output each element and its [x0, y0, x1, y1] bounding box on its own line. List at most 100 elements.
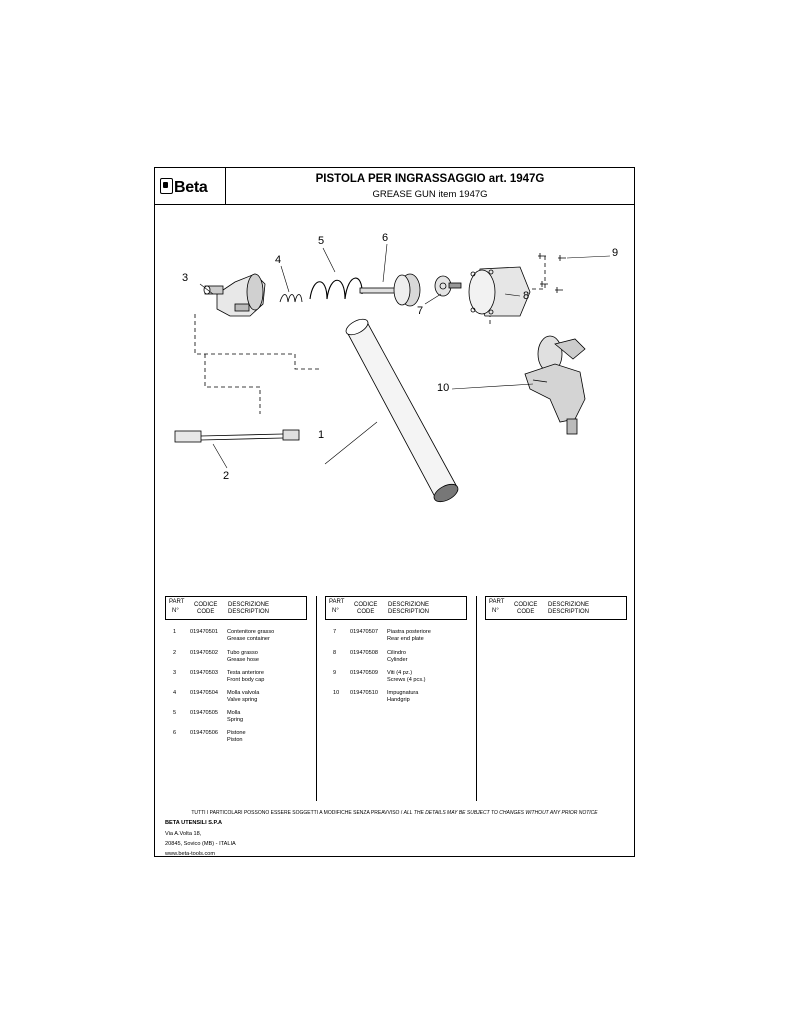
part-desc-it: Testa anteriore	[227, 670, 265, 676]
table-row: 5 019470505 Molla Spring	[163, 710, 313, 728]
table-row: 9 019470509 Viti (4 pz.) Screws (4 pcs.)	[323, 670, 473, 688]
parts-sheet: Beta PISTOLA PER INGRASSAGGIO art. 1947G…	[154, 167, 635, 857]
table-row: 7 019470507 Piastra posteriore Rear end …	[323, 629, 473, 647]
part-desc-it: Contenitore grasso	[227, 629, 275, 635]
part-desc-it: Piastra posteriore	[387, 629, 431, 635]
column-divider-2	[476, 596, 477, 801]
part-desc-en: Rear end plate	[387, 636, 424, 642]
part-desc-en: Piston	[227, 737, 243, 743]
part-desc-en: Grease hose	[227, 657, 260, 663]
callout-7: 7	[417, 305, 424, 317]
part-desc-en: Screws (4 pcs.)	[387, 677, 426, 683]
callout-6: 6	[382, 232, 389, 244]
front-body-cap-part	[203, 273, 266, 317]
part-number: 5	[173, 710, 177, 716]
part-code: 019470505	[190, 710, 218, 716]
sheet-footer: TUTTI I PARTICOLARI POSSONO ESSERE SOGGE…	[155, 801, 634, 858]
header-n: N°	[332, 608, 339, 614]
header-n: N°	[492, 608, 499, 614]
part-desc-it: Tubo grasso	[227, 650, 258, 656]
table-row: 3 019470503 Testa anteriore Front body c…	[163, 670, 313, 688]
part-code: 019470506	[190, 730, 218, 736]
part-desc-en: Spring	[227, 717, 244, 723]
part-number: 6	[173, 730, 177, 736]
title-english: GREASE GUN item 1947G	[372, 189, 488, 200]
parts-column-3: PART N° CODICE CODE DESCRIZIONE DESCRIPT…	[483, 596, 633, 801]
callout-1: 1	[318, 429, 325, 441]
table-row: 1 019470501 Contenitore grasso Grease co…	[163, 629, 313, 647]
company-name: BETA UTENSILI S.P.A	[165, 820, 223, 826]
brand-name: Beta	[174, 179, 208, 196]
header-code-en: CODE	[357, 609, 375, 615]
header-desc-en: DESCRIPTION	[228, 609, 270, 615]
callout-3: 3	[182, 272, 189, 284]
logo-box: Beta	[155, 168, 226, 204]
part-code: 019470508	[350, 650, 378, 656]
part-number: 9	[333, 670, 337, 676]
table-row: 4 019470504 Molla valvola Valve spring	[163, 690, 313, 708]
header-code-it: CODICE	[194, 602, 218, 608]
part-number: 2	[173, 650, 177, 656]
part-number: 10	[333, 690, 340, 696]
part-code: 019470501	[190, 629, 218, 635]
header-code-en: CODE	[517, 609, 535, 615]
header-code-it: CODICE	[354, 602, 378, 608]
change-notice: TUTTI I PARTICOLARI POSSONO ESSERE SOGGE…	[155, 810, 634, 816]
website-link[interactable]: www.beta-tools.com	[165, 851, 216, 857]
parts-tables: PART N° CODICE CODE DESCRIZIONE DESCRIPT…	[155, 579, 634, 801]
screws-part	[538, 253, 566, 293]
header-desc-it: DESCRIZIONE	[548, 602, 590, 608]
callout-10: 10	[437, 382, 450, 394]
sheet-header: Beta PISTOLA PER INGRASSAGGIO art. 1947G…	[155, 168, 634, 205]
part-code: 019470502	[190, 650, 218, 656]
header-n: N°	[172, 608, 179, 614]
grease-container-part	[345, 318, 459, 503]
part-desc-it: Molla valvola	[227, 690, 260, 696]
part-code: 019470510	[350, 690, 378, 696]
part-code: 019470503	[190, 670, 218, 676]
exploded-view-drawing: 1 2 3 4 5 6 7 8 9 10	[155, 204, 634, 579]
header-code-en: CODE	[197, 609, 215, 615]
parts-column-1: PART N° CODICE CODE DESCRIZIONE DESCRIPT…	[163, 596, 313, 801]
cylinder-part	[468, 266, 531, 317]
assembly-line-hose	[204, 354, 261, 414]
table-row: 6 019470506 Pistone Piston	[163, 730, 313, 748]
part-desc-en: Cylinder	[387, 657, 408, 663]
part-desc-en: Grease container	[227, 636, 270, 642]
table-header: PART N° CODICE CODE DESCRIZIONE DESCRIPT…	[485, 596, 627, 620]
header-part: PART	[329, 599, 345, 605]
part-number: 4	[173, 690, 177, 696]
part-desc-it: Impugnatura	[387, 690, 419, 696]
part-number: 8	[333, 650, 337, 656]
part-number: 3	[173, 670, 177, 676]
callout-8: 8	[523, 290, 530, 302]
part-code: 019470509	[350, 670, 378, 676]
valve-spring-part	[279, 294, 303, 303]
callout-9: 9	[612, 247, 619, 259]
rear-end-plate-part	[434, 275, 462, 297]
part-desc-en: Front body cap	[227, 677, 265, 683]
part-desc-it: Cilindro	[387, 650, 406, 656]
address-line-1: Via A.Volta 18,	[165, 831, 202, 837]
part-code: 019470504	[190, 690, 218, 696]
header-desc-it: DESCRIZIONE	[228, 602, 270, 608]
part-number: 7	[333, 629, 337, 635]
part-desc-en: Handgrip	[387, 697, 410, 703]
title-italian: PISTOLA PER INGRASSAGGIO art. 1947G	[315, 173, 545, 185]
spring-part	[309, 277, 363, 300]
table-row: 2 019470502 Tubo grasso Grease hose	[163, 650, 313, 668]
notice-english: ALL THE DETAILS MAY BE SUBJECT TO CHANGE…	[403, 810, 598, 816]
part-number: 1	[173, 629, 177, 635]
handgrip-part	[524, 335, 586, 435]
part-desc-it: Pistone	[227, 730, 246, 736]
header-desc-it: DESCRIZIONE	[388, 602, 430, 608]
table-header: PART N° CODICE CODE DESCRIZIONE DESCRIPT…	[165, 596, 307, 620]
notice-italian: TUTTI I PARTICOLARI POSSONO ESSERE SOGGE…	[191, 810, 403, 816]
part-code: 019470507	[350, 629, 378, 635]
callout-5: 5	[318, 235, 325, 247]
callout-2: 2	[223, 470, 230, 482]
header-desc-en: DESCRIPTION	[388, 609, 430, 615]
exploded-view-svg	[174, 243, 611, 503]
header-code-it: CODICE	[514, 602, 538, 608]
brand-logo: Beta	[160, 178, 208, 197]
